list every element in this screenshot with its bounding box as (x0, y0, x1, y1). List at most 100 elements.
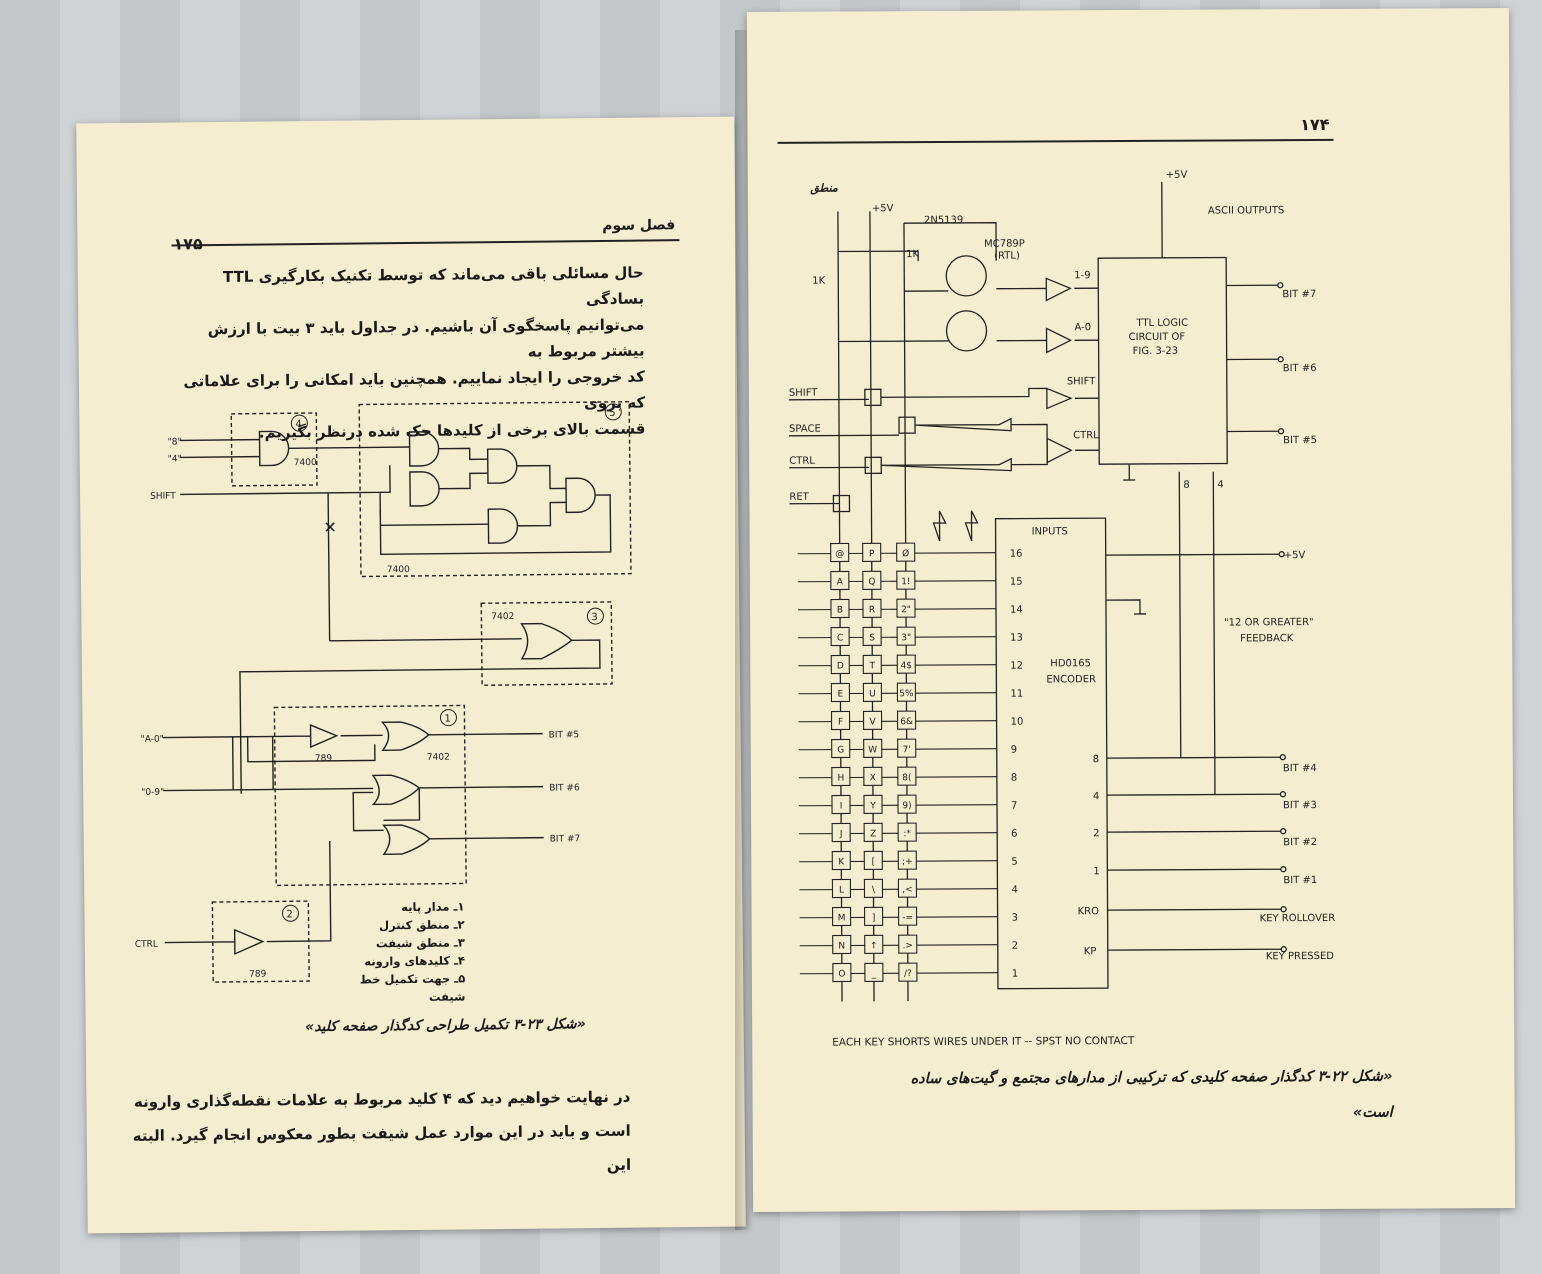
key-label: ,< (902, 885, 912, 895)
key-switch: I (831, 794, 851, 815)
key-label: C (837, 634, 843, 644)
transistor-label: 2N5139 (924, 215, 963, 226)
key-box (830, 682, 851, 703)
key-switch: -= (898, 906, 918, 926)
svg-text:✕: ✕ (323, 518, 337, 537)
output-pin: 2 (1093, 828, 1099, 839)
key-switch: :* (897, 822, 917, 842)
key-box (896, 626, 916, 646)
key-switch: ] (864, 906, 884, 926)
bit-output-label: BIT #6 (1283, 363, 1317, 374)
key-box (863, 850, 883, 870)
key-box (830, 654, 850, 675)
key-switch: 5% (896, 682, 917, 702)
key-switch: 2" (896, 598, 916, 618)
key-label: 3" (901, 633, 911, 643)
key-switch: Q (862, 570, 882, 590)
chip-label: 7400 (294, 458, 317, 468)
side-input-label: SPACE (789, 424, 821, 435)
circuit-figure-3-23: ✕ "8" "4" SHIFT "A-0" "0-9" CTRL BIT #5 … (135, 400, 632, 983)
key-label: _ (871, 969, 877, 979)
figure-caption: «شکل ۲۳-۳ تکمیل طراحی کدگذار صفحه کلید» (304, 1016, 586, 1036)
key-switch: P (862, 542, 882, 562)
block-number: 4 (295, 419, 301, 430)
key-box (830, 570, 850, 591)
key-switch: 6& (896, 710, 917, 730)
key-label: Z (870, 829, 876, 839)
key-box (864, 934, 884, 954)
key-label: U (869, 689, 876, 699)
key-switch: 9) (897, 794, 917, 814)
supply-label: +5V (1284, 550, 1306, 561)
key-box (831, 850, 851, 871)
key-box (831, 738, 851, 759)
encoder-name: HD0165 (1050, 658, 1091, 669)
key-label: M (838, 913, 846, 923)
key-box (896, 570, 916, 590)
encoder-pin-number: 5 (1011, 857, 1017, 868)
key-label: @ (835, 550, 844, 560)
right-page: ۱۷۴ منطق (746, 8, 1516, 1212)
key-box (897, 822, 917, 842)
key-switch: [ (863, 850, 883, 870)
key-switch: 3" (896, 626, 916, 646)
key-switch: O (832, 962, 852, 983)
input-label-shift: SHIFT (150, 491, 176, 501)
key-label: ↑ (870, 941, 878, 951)
key-label: Y (869, 801, 876, 811)
key-box (830, 710, 851, 731)
key-switch: ↑ (864, 934, 884, 954)
key-box (831, 822, 851, 843)
chip-label: 7402 (427, 753, 450, 763)
chip-label: 7402 (491, 612, 514, 622)
feedback-note: "12 OR GREATER" (1224, 617, 1314, 628)
input-label-a0: "A-0" (141, 735, 164, 745)
key-box (862, 626, 882, 646)
key-label: W (868, 745, 877, 755)
key-label: X (870, 773, 876, 783)
gate-label: CTRL (1073, 430, 1099, 441)
key-label: F (838, 718, 843, 728)
key-box (831, 794, 851, 815)
key-box (863, 878, 884, 898)
bit-output-label: BIT #5 (1283, 435, 1317, 446)
key-switch: H (831, 766, 851, 787)
block-box-5 (358, 400, 632, 578)
encoder-pin-number: 8 (1011, 773, 1017, 784)
encoder-pin-number: 3 (1012, 913, 1018, 924)
encoder-pin-number: 7 (1011, 801, 1017, 812)
key-label: 4$ (901, 661, 913, 671)
key-box (896, 682, 917, 702)
key-box (862, 542, 882, 562)
closing-paragraph: در نهایت خواهیم دید که ۴ کلید مربوط به ع… (126, 1080, 632, 1187)
key-switch: G (831, 738, 851, 759)
encoder-pin-number: 2 (1012, 941, 1018, 952)
key-box (863, 794, 883, 814)
legend-item: ۲ـ منطق کنترل (378, 917, 465, 933)
key-label: 9) (902, 801, 911, 811)
key-label: 6& (900, 717, 913, 727)
encoder-pin-number: 1 (1012, 969, 1018, 980)
resistor-label: 1K (812, 276, 825, 287)
key-box (896, 542, 916, 562)
key-switch: Y (863, 794, 883, 814)
figure-caption-line1: «شکل ۲۲-۳ کدگذار صفحه کلیدی که ترکیبی از… (910, 1068, 1393, 1088)
key-label: T (869, 661, 876, 671)
key-switch: U (862, 682, 883, 702)
bit-output-label: BIT #4 (1283, 763, 1317, 774)
key-label: P (869, 549, 875, 559)
bit-output-label: BIT #7 (1282, 289, 1316, 300)
output-label-bit7: BIT #7 (550, 834, 581, 844)
key-switch: D (830, 654, 850, 675)
key-switch: J (831, 822, 851, 843)
key-switch: K (831, 850, 851, 871)
legend-item: ۱ـ مدار پایه (401, 899, 465, 915)
bit-output-label: BIT #2 (1283, 837, 1317, 848)
key-label: 2" (901, 605, 911, 615)
key-label: [ (872, 857, 876, 867)
key-switch: _ (864, 962, 884, 982)
key-box (832, 934, 852, 955)
key-box (862, 598, 882, 618)
key-switch: F (830, 710, 851, 731)
encoder-pin-number: 13 (1010, 633, 1023, 644)
